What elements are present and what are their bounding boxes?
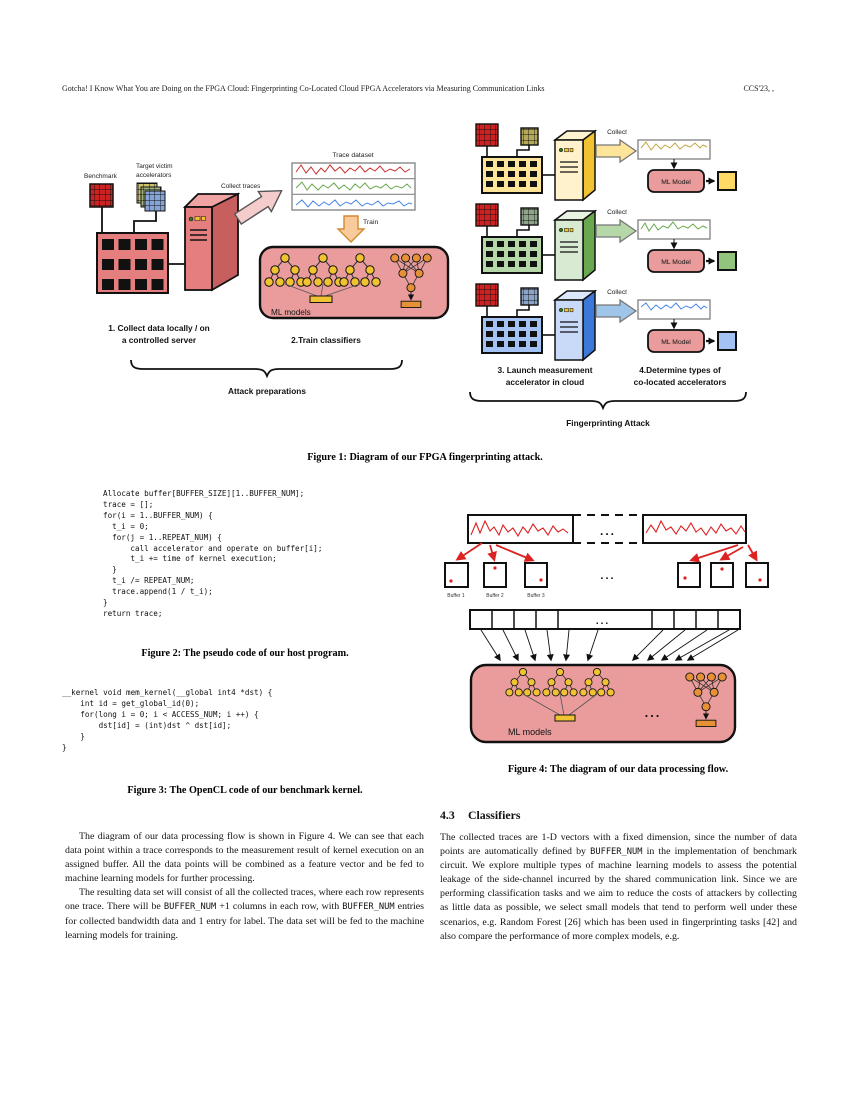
section-heading: 4.3 Classifiers [440,808,797,823]
figure1-diagram: Benchmark Target victim accelerators [84,123,747,428]
fan-in-arrows [480,629,739,662]
buffer1-label: Buffer 1 [447,593,465,599]
section-title: Classifiers [468,808,521,822]
figure4-diagram: ... ... Buffer 1 Buffer 2 Buffer 3 ... [444,514,769,744]
paragraph: The collected traces are 1-D vectors wit… [440,832,797,942]
trace-dataset-box [291,162,416,211]
fingerprint-row-yellow: Collect ML Model [475,123,737,201]
collect-label: Collect [607,289,627,296]
trace-line [640,221,708,232]
server-pink [182,192,241,292]
ml-model-box [647,169,705,193]
trace-red [295,164,411,175]
ellipsis: ... [600,570,615,582]
target-victim-label-1: Target victim [136,163,172,170]
figure3-caption: Figure 3: The OpenCL code of our benchma… [127,785,363,796]
wire [486,305,530,317]
fingerprint-row-green: Collect ML Model [475,203,737,281]
step4-label-1: 4.Determine types of [639,365,721,375]
ml-model-label: ML Model [661,259,691,266]
brace-right [469,391,747,411]
ml-model-box [647,329,705,353]
paragraph: The resulting data set will consist of a… [65,887,425,941]
collect-arrow [595,298,638,324]
step1-label-1: 1. Collect data locally / on [108,323,209,333]
classification-result [717,251,737,271]
ml-model-label: ML Model [661,179,691,186]
paragraph: The diagram of our data processing flow … [65,831,424,885]
ml-models-box: ML models ... [469,663,737,744]
ellipsis: ... [596,616,610,627]
step4-label-2: co-located accelerators [634,377,727,387]
train-arrow [336,215,366,243]
tree-output-bar [554,714,576,722]
target-victim-label-2: accelerators [136,172,172,179]
ml-models-label: ML models [271,308,311,317]
collect-traces-arrow [233,189,283,226]
benchmark-label: Benchmark [84,173,118,180]
power-led [188,216,194,222]
left-column-body: The diagram of our data processing flow … [65,830,424,943]
figure2-caption: Figure 2: The pseudo code of our host pr… [141,648,349,659]
trace-box [637,139,711,160]
collect-traces-label: Collect traces [221,183,261,190]
ml-model-box [647,249,705,273]
server [554,290,596,361]
ml-model-label: ML Model [661,339,691,346]
figure3-code: __kernel void mem_kernel(__global int4 *… [62,688,273,752]
feature-vector: ... [469,609,741,630]
trace-line [640,302,708,311]
collect-arrow [595,138,638,164]
running-title: Gotcha! I Know What You are Doing on the… [62,84,545,93]
ml-models-box: ML models [258,245,450,320]
wire [133,211,157,233]
venue-label: CCS'23, , [743,84,774,93]
buffer2-label: Buffer 2 [486,593,504,599]
step3-label-2: accelerator in cloud [506,377,584,387]
attack-preparations-section: Benchmark Target victim accelerators [84,152,450,396]
step1-label-2: a controlled server [122,335,197,345]
brace-left [130,359,403,379]
mapping-arrows [455,542,758,563]
classification-result [717,171,737,191]
trace-line [640,141,708,151]
server [554,210,596,281]
step3-label-1: 3. Launch measurement [498,365,593,375]
server [554,130,596,201]
train-label: Train [363,219,378,226]
figure4-caption: Figure 4: The diagram of our data proces… [507,764,729,775]
collect-label: Collect [607,209,627,216]
ellipsis: ... [645,705,662,720]
fpga-board-pink [96,232,169,294]
benchmark-fpga-icon [89,183,114,208]
trace-strip: ... [467,514,747,544]
figure2-code: Allocate buffer[BUFFER_SIZE][1..BUFFER_N… [103,489,323,618]
trace-blue [295,199,413,208]
collect-arrow [595,218,638,244]
ellipsis: ... [600,524,616,538]
right-column-body: The collected traces are 1-D vectors wit… [440,831,797,944]
trace-box [637,299,711,320]
fingerprinting-attack-label: Fingerprinting Attack [566,418,650,428]
trace-red-right [645,519,746,536]
trace-red-left [470,519,569,538]
buffer3-label: Buffer 3 [527,593,545,599]
victim-accelerators-icon [136,182,166,212]
ml-models-label: ML models [508,727,552,737]
wire [486,225,530,237]
buffer-boxes: ... Buffer 1 Buffer 2 Buffer 3 [444,562,769,599]
step2-label: 2.Train classifiers [291,335,361,345]
trace-dataset-label: Trace dataset [332,152,373,159]
section-number: 4.3 [440,808,455,822]
attack-preparations-label: Attack preparations [228,386,306,396]
classification-result [717,331,737,351]
wire [486,145,530,157]
trace-green [295,181,412,191]
figure1-caption: Figure 1: Diagram of our FPGA fingerprin… [307,452,543,463]
fingerprint-row-blue: Collect ML Model [475,283,737,361]
tree-output-bar [309,295,333,303]
collect-label: Collect [607,129,627,136]
page-header: Gotcha! I Know What You are Doing on the… [62,84,774,93]
